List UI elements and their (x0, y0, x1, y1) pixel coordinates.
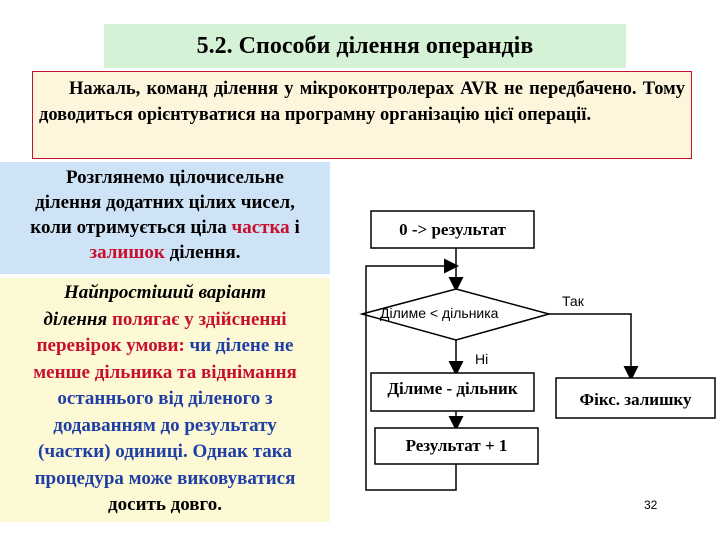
definition-line-1: Розглянемо цілочисельне (66, 167, 284, 188)
no-label: Ні (475, 351, 489, 367)
method-line-3: перевірок умови: чи ділене не (0, 333, 330, 360)
definition-line-3: коли отримується ціла частка і (0, 215, 330, 240)
subtract-label: Ділиме - дільник (387, 379, 518, 398)
init-label: 0 -> результат (399, 220, 506, 239)
definition-text: ділення. (164, 242, 241, 263)
slide-title: 5.2. Способи ділення операндів (104, 24, 626, 68)
subtract-block (370, 372, 535, 412)
method-text: полягає у здійсненні (111, 308, 287, 330)
method-text: ділення (43, 308, 112, 330)
definition-line-4: залишок ділення. (0, 240, 330, 265)
loop-line (365, 258, 459, 491)
definition-line-2: ділення додатних цілих чисел, (35, 192, 295, 213)
quotient-term: частка (231, 217, 290, 238)
method-box: Найпростіший варіант ділення полягає у з… (0, 278, 330, 522)
intro-box: Нажаль, команд ділення у мікроконтролера… (32, 71, 692, 159)
method-line-7: (частки) одиниці. Однак така (38, 441, 292, 462)
method-line-9: досить довго. (108, 494, 222, 515)
method-line-2: ділення полягає у здійсненні (0, 307, 330, 334)
definition-box: Розглянемо цілочисельне ділення додатних… (0, 162, 330, 274)
fix-label: Фікс. залишку (579, 390, 692, 409)
method-line-1: Найпростіший варіант (63, 282, 267, 303)
intro-text: Нажаль, команд ділення у мікроконтролера… (39, 79, 685, 125)
condition-label: Ділиме < дільника (380, 305, 499, 321)
definition-text: коли отримується ціла (30, 217, 232, 238)
yes-label: Так (562, 293, 584, 309)
increment-label: Результат + 1 (405, 436, 508, 455)
method-line-6: додаванням до результату (53, 414, 277, 436)
increment-block (374, 427, 539, 465)
definition-text: і (289, 217, 300, 238)
page-number: 32 (644, 498, 658, 512)
method-line-8: процедура може виковуватися (34, 467, 296, 489)
method-line-5: останнього від діленого з (57, 388, 273, 409)
method-line-4: менше дільника та віднімання (33, 361, 297, 383)
yes-line (549, 313, 639, 381)
init-block (370, 210, 535, 249)
method-text: перевірок умови: (36, 335, 190, 356)
fix-block (555, 377, 716, 419)
method-text: чи ділене не (189, 335, 294, 356)
remainder-term: залишок (89, 242, 165, 263)
